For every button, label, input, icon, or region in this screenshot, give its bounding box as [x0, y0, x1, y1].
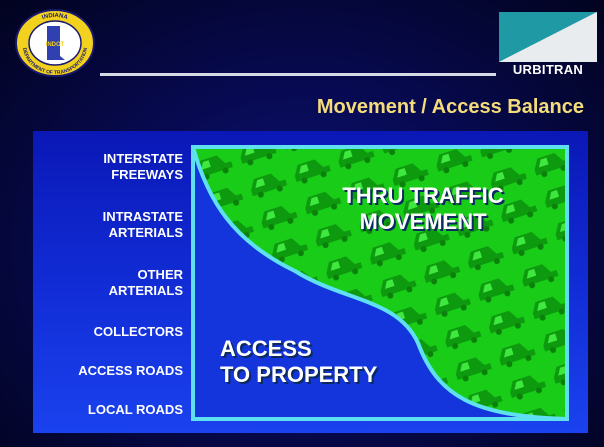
svg-text:INDIANA: INDIANA	[41, 13, 69, 21]
label-intrastate-arterials: INTRASTATE ARTERIALS	[103, 209, 183, 241]
label-local-roads: LOCAL ROADS	[88, 402, 183, 418]
movement-region	[193, 147, 567, 419]
thru-traffic-line2: MOVEMENT	[359, 209, 487, 234]
thru-traffic-line1: THRU TRAFFIC	[342, 183, 504, 208]
slide-title: Movement / Access Balance	[316, 96, 584, 118]
seal-ring-text-top: INDIANA	[41, 13, 69, 21]
label-access-roads: ACCESS ROADS	[78, 363, 183, 379]
header-divider	[100, 73, 496, 76]
thru-traffic-movement-label: THRU TRAFFIC MOVEMENT	[323, 183, 523, 235]
label-collectors: COLLECTORS	[94, 324, 183, 340]
label-interstate-freeways-line1: INTERSTATE	[103, 151, 183, 166]
label-local-roads-line1: LOCAL ROADS	[87, 402, 183, 417]
label-intrastate-arterials-line1: INTRASTATE	[102, 209, 183, 224]
urbitran-logo-text: URBITRAN	[512, 62, 584, 77]
label-other-arterials-line2: ARTERIALS	[108, 283, 183, 298]
label-interstate-freeways: INTERSTATE FREEWAYS	[103, 151, 183, 183]
balance-curve	[191, 146, 568, 421]
label-intrastate-arterials-line2: ARTERIALS	[108, 225, 183, 240]
diagram-frame	[191, 145, 569, 421]
label-access-roads-line1: ACCESS ROADS	[78, 363, 183, 378]
label-other-arterials-line1: OTHER	[137, 267, 184, 282]
label-collectors-line1: COLLECTORS	[93, 324, 183, 339]
movement-access-diagram	[191, 145, 569, 421]
indot-seal-logo: INDIANA DEPARTMENT OF TRANSPORTATION IND…	[15, 9, 95, 77]
label-interstate-freeways-line2: FREEWAYS	[111, 167, 183, 182]
seal-center-text: INDOT	[46, 42, 65, 48]
access-line1: ACCESS	[220, 336, 312, 361]
urbitran-logo-mark	[499, 12, 597, 62]
access-to-property-label: ACCESS TO PROPERTY	[220, 336, 377, 388]
label-other-arterials: OTHER ARTERIALS	[109, 267, 183, 299]
diagram-panel: INTERSTATE FREEWAYS INTRASTATE ARTERIALS…	[33, 131, 588, 433]
urbitran-logo: URBITRAN	[499, 12, 597, 78]
access-line2: TO PROPERTY	[220, 362, 378, 387]
